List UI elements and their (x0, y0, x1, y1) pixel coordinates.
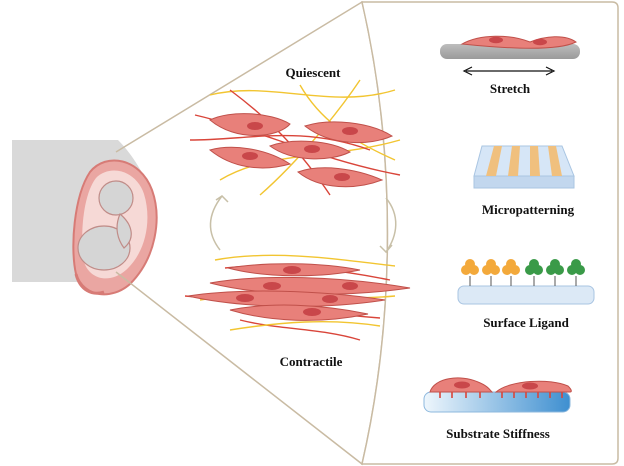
contractile-cell-cluster (184, 254, 411, 341)
quiescent-label: Quiescent (286, 65, 342, 80)
micropatterning-label: Micropatterning (482, 202, 575, 217)
pattern-stripes (486, 146, 562, 176)
ligand-stems (469, 276, 577, 286)
quiescent-cell-cluster (189, 79, 401, 196)
ligand-green-icon (525, 259, 585, 275)
quiescent-cell (303, 121, 394, 144)
stiffness-gradient-substrate (423, 391, 571, 413)
soft-substrate-cell (429, 377, 494, 398)
pattern-substrate-side (473, 175, 575, 189)
quiescent-cell (208, 146, 292, 169)
double-arrow-icon (462, 66, 556, 76)
arrow-head (379, 244, 393, 254)
pregnant-body-illustration (12, 140, 158, 296)
arrow-to-contractile (385, 197, 397, 253)
stretch-illustration (440, 35, 580, 76)
substrate-stiffness-label: Substrate Stiffness (446, 426, 550, 441)
contractile-label: Contractile (280, 354, 343, 369)
fetus (77, 180, 134, 271)
surface-ligand-illustration (457, 259, 595, 305)
surface-ligand-label: Surface Ligand (483, 315, 569, 330)
quiescent-cell (209, 113, 291, 136)
contractile-cell (187, 290, 386, 307)
zoom-fan-outline (115, 0, 389, 466)
micropatterning-illustration (473, 145, 575, 189)
transition-arrows (209, 195, 397, 254)
cervix (74, 273, 105, 295)
contractile-cell (227, 263, 361, 277)
contractile-cell (229, 304, 369, 321)
ligand-orange-icon (461, 259, 520, 275)
stiff-substrate-cell (494, 380, 572, 398)
substrate-stiffness-illustration (423, 377, 572, 413)
ligand-substrate (457, 285, 595, 305)
arrow-to-quiescent (209, 195, 223, 251)
stretch-label: Stretch (490, 81, 531, 96)
arrow-head (215, 195, 229, 203)
quiescent-cell (297, 167, 384, 188)
quiescent-cell (268, 140, 352, 160)
